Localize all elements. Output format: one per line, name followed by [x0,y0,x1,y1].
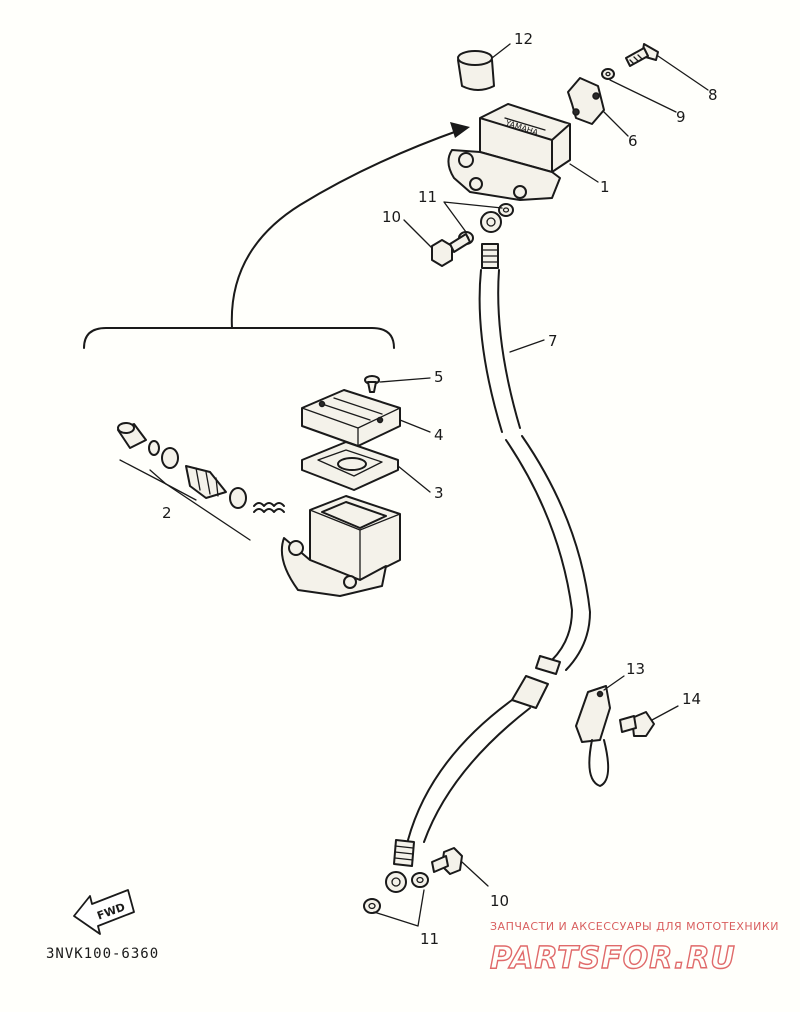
callout-4: 4 [434,426,444,444]
watermark-tagline: ЗАПЧАСТИ И АКСЕССУАРЫ ДЛЯ МОТОТЕХНИКИ [490,920,779,933]
callout-11-top: 11 [418,188,437,206]
watermark: ЗАПЧАСТИ И АКСЕССУАРЫ ДЛЯ МОТОТЕХНИКИ PA… [489,920,779,977]
part-6-holder [567,77,605,125]
callout-10-top: 10 [382,208,401,226]
reservoir-body [280,495,401,597]
part-9-washer [601,68,615,80]
fwd-arrow-icon: FWD [73,889,135,935]
part-3-diaphragm [301,441,399,491]
drawing-code: 3NVK100-6360 [46,946,159,962]
callout-13: 13 [626,660,645,678]
watermark-brand: PARTSFOR.RU [490,941,736,976]
part-4-cap [301,389,401,447]
part-1-master-cylinder: YAMAHA [447,103,571,201]
callout-9: 9 [676,108,686,126]
part-2-piston-kit [117,422,285,541]
callout-10-bottom: 10 [490,892,509,910]
part-5-screw [364,375,380,393]
callout-14: 14 [682,690,701,708]
callout-3: 3 [434,484,444,502]
part-11-bottom-washers [363,872,429,914]
callout-numbers: 12 8 9 6 1 11 10 7 5 4 3 2 13 14 10 11 [162,30,718,948]
callout-12: 12 [514,30,533,48]
part-8-bolt [625,43,659,67]
part-13-hose-clamp [575,685,611,787]
callout-6: 6 [628,132,638,150]
part-10-top-banjo-bolt [431,233,471,267]
callout-11-bottom: 11 [420,930,439,948]
part-12-boot [457,50,495,91]
detail-bracket [83,122,470,349]
part-10-bottom-banjo-bolt [431,847,463,875]
part-14-bolt [619,711,655,737]
leader-lines [373,43,709,927]
callout-1: 1 [600,178,610,196]
callout-5: 5 [434,368,444,386]
part-7-brake-hose [385,211,591,893]
callout-2: 2 [162,504,172,522]
callout-8: 8 [708,86,718,104]
callout-7: 7 [548,332,558,350]
